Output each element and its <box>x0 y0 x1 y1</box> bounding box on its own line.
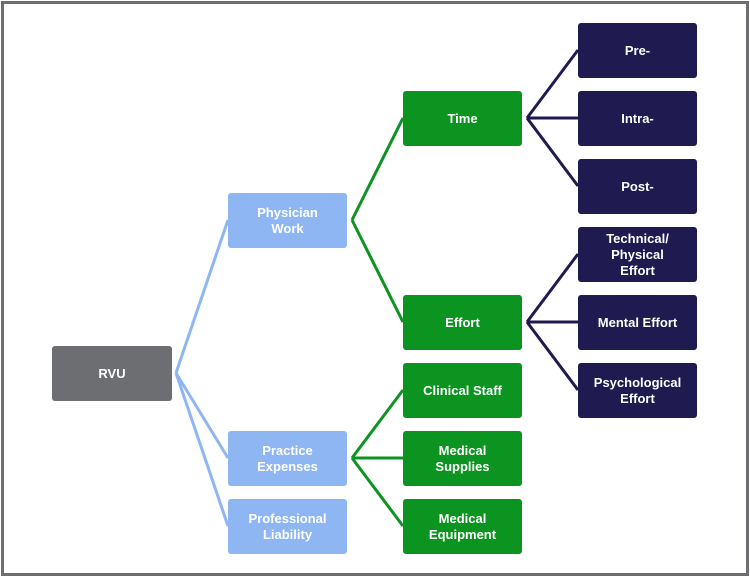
connector-effort-technical <box>525 253 580 323</box>
node-rvu-label: RVU <box>98 365 126 381</box>
node-medical-equipment: Medical Equipment <box>403 499 522 554</box>
node-clinical-staff: Clinical Staff <box>403 363 522 418</box>
node-medical-supplies-label: Medical Supplies <box>435 442 490 474</box>
node-medical-equipment-label: Medical Equipment <box>428 510 497 542</box>
node-practice-expenses: Practice Expenses <box>228 431 347 486</box>
node-effort-label: Effort <box>445 314 480 330</box>
node-time: Time <box>403 91 522 146</box>
node-pre-label: Pre- <box>624 42 651 58</box>
connector-time-post <box>525 117 580 187</box>
connector-time-pre <box>525 49 580 119</box>
node-rvu: RVU <box>52 346 172 401</box>
node-post-label: Post- <box>621 178 654 194</box>
connector-practice-expenses-medical-equipment <box>350 457 405 527</box>
connector-practice-expenses-clinical-staff <box>350 389 405 459</box>
node-effort: Effort <box>403 295 522 350</box>
connector-effort-psychological <box>525 321 580 391</box>
connector-rvu-practice-expenses <box>174 372 230 459</box>
connector-rvu-professional-liability <box>174 372 230 527</box>
node-professional-liability-label: Professional Liability <box>248 510 327 542</box>
connector-physician-work-time <box>350 117 405 221</box>
node-mental-effort-label: Mental Effort <box>597 314 678 330</box>
node-professional-liability: Professional Liability <box>228 499 347 554</box>
node-technical-physical-effort: Technical/ Physical Effort <box>578 227 697 282</box>
node-intra: Intra- <box>578 91 697 146</box>
node-clinical-staff-label: Clinical Staff <box>423 382 502 398</box>
node-physician-work-label: Physician Work <box>257 204 318 236</box>
node-intra-label: Intra- <box>621 110 654 126</box>
connector-physician-work-effort <box>350 219 405 323</box>
node-technical-physical-effort-label: Technical/ Physical Effort <box>606 230 669 278</box>
node-practice-expenses-label: Practice Expenses <box>257 442 318 474</box>
node-psychological-effort: Psychological Effort <box>578 363 697 418</box>
node-time-label: Time <box>447 110 478 126</box>
node-pre: Pre- <box>578 23 697 78</box>
node-psychological-effort-label: Psychological Effort <box>593 374 682 406</box>
node-post: Post- <box>578 159 697 214</box>
connector-rvu-physician-work <box>174 219 230 374</box>
node-medical-supplies: Medical Supplies <box>403 431 522 486</box>
node-physician-work: Physician Work <box>228 193 347 248</box>
node-mental-effort: Mental Effort <box>578 295 697 350</box>
